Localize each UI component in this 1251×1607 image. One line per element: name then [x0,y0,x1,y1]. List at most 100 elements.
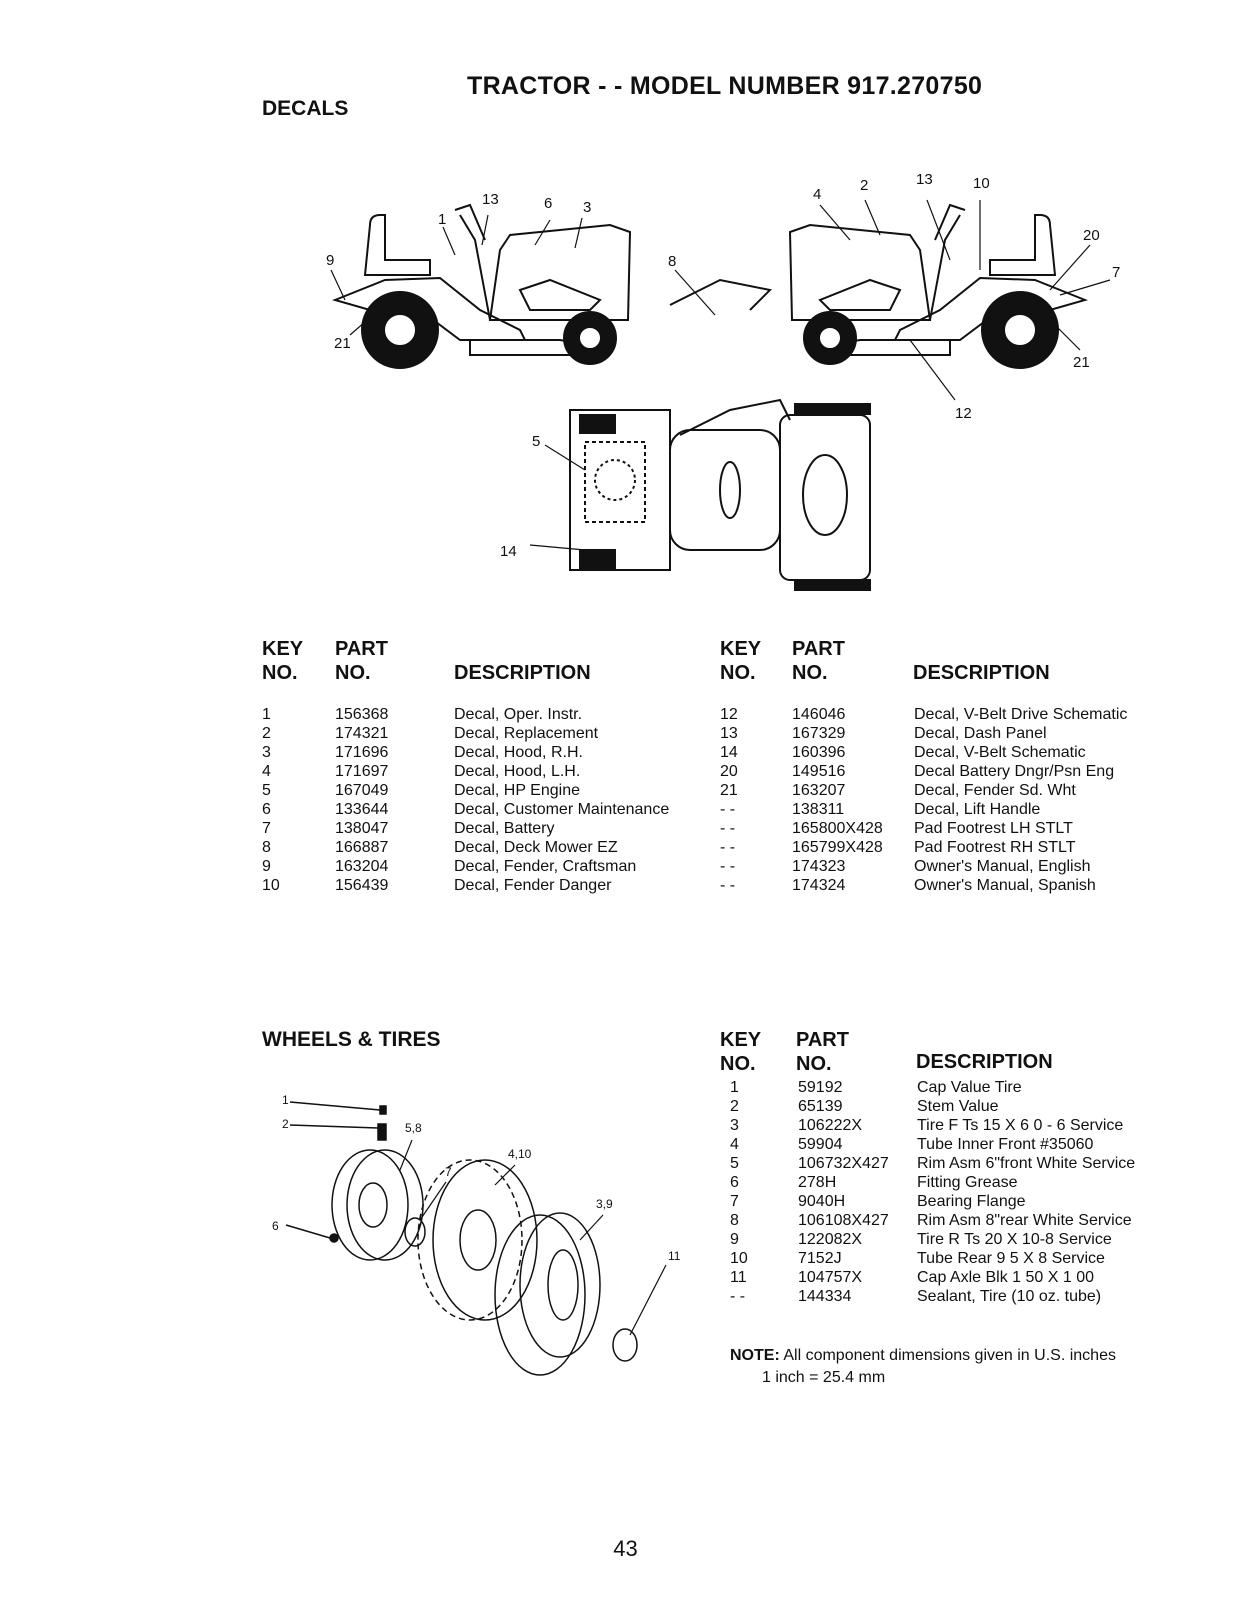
description: Decal, Oper. Instr. [454,706,583,723]
key-no: 12 [720,706,738,723]
wheels-callout-7: 7 [445,1165,452,1179]
part-no: 106222X [798,1117,863,1134]
description: Decal, Battery [454,820,555,837]
part-no: 174321 [335,725,389,742]
page-number: 43 [613,1536,638,1561]
key-no: 8 [730,1212,739,1229]
key-no: 4 [262,763,271,780]
part-no: 149516 [792,763,846,780]
key-no: 6 [262,801,271,818]
key-header-line2: NO. [262,662,298,684]
description: Decal, Deck Mower EZ [454,839,618,856]
description: Decal, Fender Danger [454,877,612,894]
decals-key-header-left: KEY NO. [262,637,303,685]
description: Decal, V-Belt Drive Schematic [914,706,1128,723]
key-no: 13 [720,725,738,742]
part-no: 174323 [792,858,846,875]
part-no: 65139 [798,1098,843,1115]
wheels-part-header: PART NO. [796,1028,849,1076]
part-no: 9040H [798,1193,846,1210]
part-no: 163207 [792,782,846,799]
part-no: 166887 [335,839,389,856]
description: Decal, Fender, Craftsman [454,858,637,875]
part-header-line1: PART [335,638,388,660]
part-no: 171696 [335,744,389,761]
callout-20: 20 [1083,227,1100,244]
description: Decal, Fender Sd. Wht [914,782,1076,799]
description: Bearing Flange [917,1193,1026,1210]
description: Stem Value [917,1098,999,1115]
wheels-diagram: 1 2 5,8 4,10 7 3,9 6 11 [272,1093,681,1376]
description: Pad Footrest LH STLT [914,820,1073,837]
wheels-callout-1: 1 [282,1093,289,1107]
note-text: All component dimensions given in U.S. i… [779,1347,1116,1364]
wheels-callout-5-8: 5,8 [405,1121,422,1135]
tractor-left-illustration [331,203,632,369]
part-no: 156368 [335,706,389,723]
wheels-key-header: KEY NO. [720,1028,761,1076]
part-no: 165800X428 [792,820,883,837]
description: Owner's Manual, English [914,858,1091,875]
key-no: 14 [720,744,738,761]
dimensions-note: NOTE: All component dimensions given in … [730,1345,1116,1389]
part-no: 171697 [335,763,389,780]
key-no: 20 [720,763,738,780]
key-no: 4 [730,1136,739,1153]
description: Cap Axle Blk 1 50 X 1 00 [917,1269,1094,1286]
callout-21-left: 21 [334,335,351,352]
part-no: 138311 [792,801,845,818]
callout-14: 14 [500,543,517,560]
grease-fitting-illustration [285,1224,339,1243]
key-no: 9 [730,1231,739,1248]
wheels-callout-6: 6 [272,1219,279,1233]
note-conversion: 1 inch = 25.4 mm [762,1369,886,1386]
key-no: 1 [262,706,271,723]
description: Fitting Grease [917,1174,1018,1191]
callout-8: 8 [668,253,676,270]
key-no: 5 [262,782,271,799]
part-no: 144334 [798,1288,852,1305]
callout-2: 2 [860,177,868,194]
part-no: 133644 [335,801,389,818]
part-header-line2: NO. [792,662,828,684]
key-no: 7 [730,1193,739,1210]
description: Decal, Customer Maintenance [454,801,670,818]
callout-21-right: 21 [1073,354,1090,371]
key-header-line2: NO. [720,1053,756,1075]
key-no: 21 [720,782,738,799]
decals-part-header-left: PART NO. [335,637,388,685]
description: Cap Value Tire [917,1079,1022,1096]
page-title: TRACTOR - - MODEL NUMBER 917.270750 [467,72,983,100]
description: Decal, Hood, R.H. [454,744,583,761]
description: Tire R Ts 20 X 10-8 Service [917,1231,1112,1248]
key-no: - - [720,820,736,837]
part-no: 156439 [335,877,389,894]
description: Rim Asm 8"rear White Service [917,1212,1132,1229]
key-no: 3 [262,744,271,761]
callout-9: 9 [326,252,334,269]
callout-1: 1 [438,211,446,228]
key-no: 5 [730,1155,739,1172]
key-header-line1: KEY [720,638,762,660]
part-no: 7152J [798,1250,842,1267]
part-no: 59192 [798,1079,843,1096]
decals-description-header-right: DESCRIPTION [913,662,1050,684]
part-no: 278H [798,1174,837,1191]
key-no: 7 [262,820,271,837]
decals-part-header-right: PART NO. [792,637,845,685]
tractor-top-view-illustration [569,278,871,591]
wheels-callout-2: 2 [282,1117,289,1131]
wheels-callout-4-10: 4,10 [508,1147,532,1161]
description: Pad Footrest RH STLT [914,839,1076,856]
decals-section-title: DECALS [262,97,349,120]
key-no: - - [720,839,736,856]
part-header-line1: PART [792,638,845,660]
description: Decal, Hood, L.H. [454,763,581,780]
description: Owner's Manual, Spanish [914,877,1096,894]
description: Sealant, Tire (10 oz. tube) [917,1288,1102,1305]
key-header-line1: KEY [262,638,304,660]
part-no: 163204 [335,858,389,875]
key-no: 10 [262,877,280,894]
valve-cap-illustration [289,1101,387,1115]
key-no: 2 [730,1098,739,1115]
